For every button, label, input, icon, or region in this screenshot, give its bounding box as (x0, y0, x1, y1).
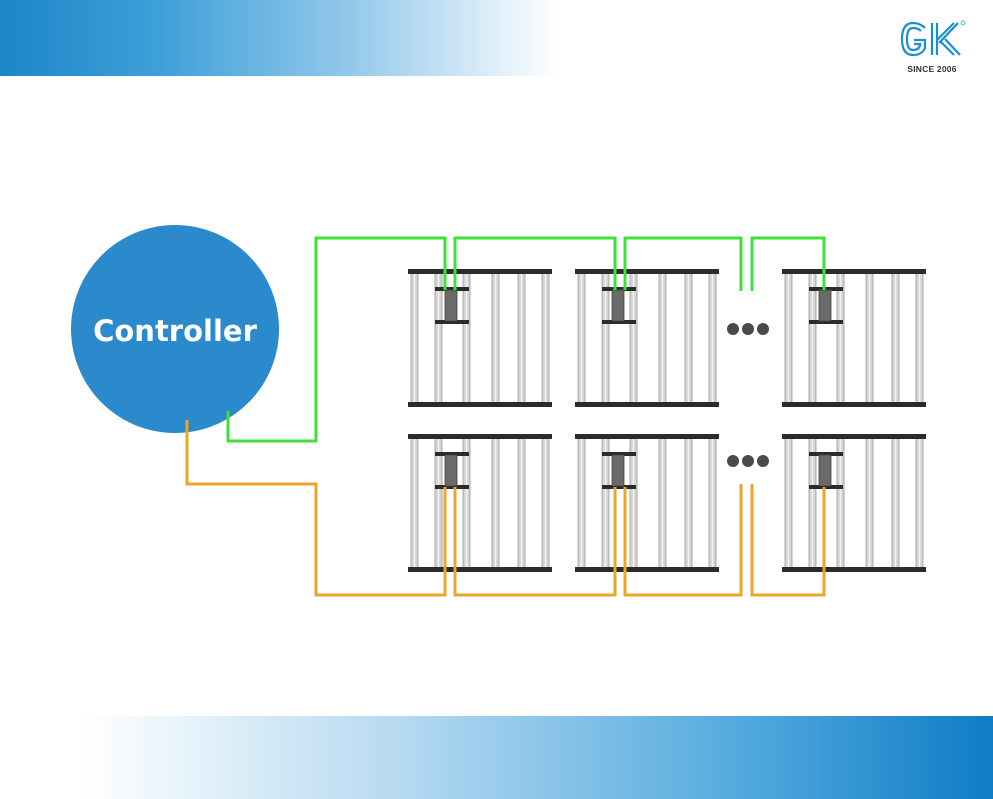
footer-gradient-band (0, 716, 993, 799)
lower-daisy-chain-wire (185, 420, 826, 597)
gk-logo: SINCE 2006 (892, 20, 972, 76)
upper-daisy-chain-wire (226, 236, 826, 443)
gk-logo-icon (900, 20, 966, 57)
logo-tagline: SINCE 2006 (907, 64, 957, 74)
controller-label: Controller (93, 314, 257, 348)
grow-light-fixture-icon (407, 268, 553, 408)
grow-light-fixture-icon (781, 268, 927, 408)
grow-light-fixture-icon (407, 433, 553, 573)
ellipsis-icon (727, 455, 769, 467)
ellipsis-icon (727, 323, 769, 335)
grow-light-fixture-icon (574, 268, 720, 408)
controller-node: Controller (71, 225, 279, 433)
grow-light-fixture-icon (574, 433, 720, 573)
grow-light-fixture-icon (781, 433, 927, 573)
header-gradient-band (0, 0, 620, 76)
